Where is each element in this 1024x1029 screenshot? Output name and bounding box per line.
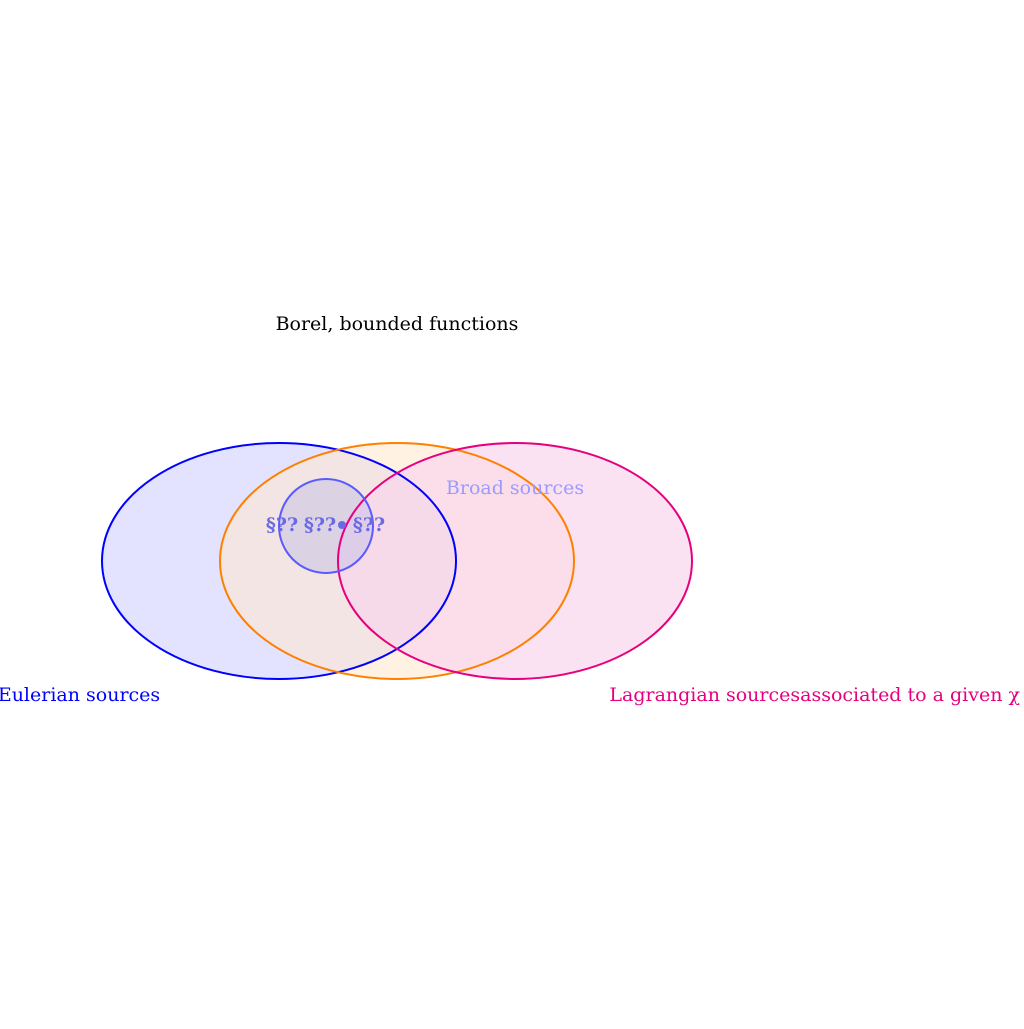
section-ref-right: §?? — [353, 514, 385, 536]
diagram-title: Borel, bounded functions — [276, 313, 519, 335]
eulerian-set-outline — [101, 442, 457, 680]
broad-sources-label: Broad sources — [446, 477, 584, 499]
section-ref-left: §?? — [266, 514, 298, 536]
point-marker — [338, 521, 346, 529]
eulerian-sources-label: Eulerian sources — [0, 684, 160, 706]
lagrangian-sources-label: Lagrangian sourcesassociated to a given … — [609, 684, 1020, 706]
borel-set-outline — [219, 442, 575, 680]
broad-sources-circle — [279, 479, 373, 573]
section-ref-middle: §?? — [304, 514, 336, 536]
broad-sources-outline — [278, 478, 374, 574]
lagrangian-set-ellipse — [338, 443, 692, 679]
lagrangian-set-outline — [337, 442, 693, 680]
